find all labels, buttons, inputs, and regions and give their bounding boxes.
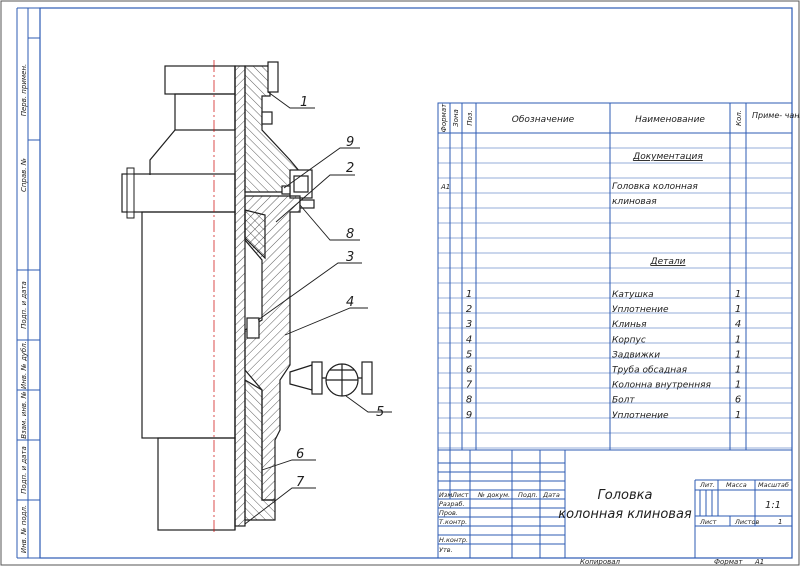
section-view bbox=[234, 61, 315, 527]
side-label-dup-inv: Инв. № дубл. bbox=[20, 341, 28, 389]
part-row-qty: 1 bbox=[735, 304, 741, 315]
flange-bolt-left bbox=[122, 167, 140, 219]
tb-role-tech-control: Т.контр. bbox=[439, 518, 467, 526]
part-row-pos: 9 bbox=[466, 410, 472, 421]
part-row-qty: 1 bbox=[735, 410, 741, 421]
tb-scale-label: Масштаб bbox=[758, 481, 789, 489]
part-row-name: Катушка bbox=[612, 290, 654, 300]
callout-9: 9 bbox=[346, 135, 354, 150]
side-label-repl-inv: Взам. инв. № bbox=[20, 391, 28, 439]
tb-col-date: Дата bbox=[542, 491, 560, 499]
part-row-name: Уплотнение bbox=[612, 411, 669, 421]
part-row-name: Болт bbox=[612, 396, 635, 406]
tb-col-izm: Изм. bbox=[439, 491, 454, 499]
column-head-drawing: 1 9 2 8 3 4 5 6 7 bbox=[121, 60, 392, 534]
spec-table: Формат Зона Поз. Обозначение Наименовани… bbox=[437, 102, 800, 451]
section-documentation: Документация bbox=[632, 152, 703, 162]
side-strip-labels: Перв. примен. Справ. № Подп. и дата Инв.… bbox=[20, 64, 28, 553]
drawing-title-line2: колонная клиновая bbox=[558, 507, 692, 522]
spec-header-name: Наименование bbox=[635, 115, 705, 125]
part-row-name: Труба обсадная bbox=[612, 366, 688, 376]
side-strip bbox=[16, 7, 40, 559]
part-row-qty: 1 bbox=[735, 380, 741, 391]
title-block: Изм. Лист № докум. Подп. Дата Разраб. Пр… bbox=[437, 449, 793, 559]
part-row-pos: 8 bbox=[466, 395, 472, 406]
callout-6: 6 bbox=[296, 447, 304, 462]
tb-lit-label: Лит. bbox=[699, 481, 715, 489]
part-row-pos: 5 bbox=[466, 349, 472, 360]
part-row-pos: 2 bbox=[466, 304, 472, 315]
tb-col-list: Лист bbox=[451, 491, 469, 499]
part-row-name: Корпус bbox=[612, 335, 646, 345]
side-label-first-use: Перв. примен. bbox=[20, 64, 28, 117]
tb-role-developer: Разраб. bbox=[439, 500, 465, 508]
callout-4: 4 bbox=[346, 295, 354, 310]
side-label-sign-date-2: Подп. и дата bbox=[20, 446, 28, 494]
doc-name-line1: Головка колонная bbox=[612, 182, 698, 192]
tb-role-checker: Пров. bbox=[439, 509, 458, 517]
callout-5: 5 bbox=[376, 405, 384, 420]
footer-format-label: Формат bbox=[714, 558, 743, 566]
part-row-qty: 4 bbox=[735, 319, 741, 330]
callout-2: 2 bbox=[346, 161, 354, 176]
part-row-qty: 1 bbox=[735, 349, 741, 360]
spec-header-zone: Зона bbox=[452, 109, 460, 127]
part-row-pos: 4 bbox=[466, 334, 472, 345]
part-row-pos: 7 bbox=[466, 380, 473, 391]
part-row-qty: 1 bbox=[735, 334, 741, 345]
tb-sheets-label: Листов bbox=[734, 518, 759, 526]
footer-copied: Копировал bbox=[580, 558, 621, 566]
callout-8: 8 bbox=[346, 227, 354, 242]
callout-1: 1 bbox=[300, 95, 308, 110]
leader-lines bbox=[244, 91, 392, 525]
part-row-name: Колонна внутренняя bbox=[612, 381, 711, 391]
footer-format-value: А1 bbox=[754, 558, 764, 566]
part-row-pos: 1 bbox=[466, 289, 472, 300]
callout-7: 7 bbox=[296, 475, 305, 490]
tb-sheets-value: 1 bbox=[778, 518, 782, 526]
doc-name-line2: клиновая bbox=[612, 197, 657, 207]
side-label-orig-inv: Инв. № подл. bbox=[20, 505, 28, 553]
tb-col-doc-no: № докум. bbox=[477, 491, 510, 499]
drawing-title-line1: Головка bbox=[598, 488, 653, 503]
tb-role-approved: Утв. bbox=[439, 546, 453, 554]
tb-mass-label: Масса bbox=[726, 481, 747, 489]
spec-header-format: Формат bbox=[440, 103, 448, 132]
tb-scale-value: 1:1 bbox=[765, 500, 781, 511]
section-parts: Детали bbox=[650, 257, 686, 267]
spec-header-designation: Обозначение bbox=[512, 115, 575, 125]
housing-outline bbox=[121, 65, 236, 531]
spec-header-qty: Кол. bbox=[735, 110, 743, 126]
part-row-name: Клинья bbox=[612, 320, 647, 330]
part-row-qty: 1 bbox=[735, 289, 741, 300]
part-row-qty: 1 bbox=[735, 365, 741, 376]
part-row-name: Уплотнение bbox=[612, 305, 669, 315]
tb-sheet-label: Лист bbox=[699, 518, 717, 526]
gate-valve bbox=[289, 361, 373, 397]
tb-col-sign: Подп. bbox=[518, 491, 538, 499]
spec-header-pos: Поз. bbox=[466, 110, 474, 126]
tb-role-norm-control: Н.контр. bbox=[439, 536, 468, 544]
part-row-pos: 6 bbox=[466, 365, 472, 376]
part-row-name: Задвижки bbox=[612, 350, 660, 360]
side-label-sign-date-1: Подп. и дата bbox=[20, 281, 28, 329]
side-label-ref-no: Справ. № bbox=[20, 158, 28, 192]
doc-format: А1 bbox=[440, 183, 450, 191]
spec-header-note: Приме- чание bbox=[752, 111, 800, 120]
callout-3: 3 bbox=[346, 250, 354, 265]
part-row-pos: 3 bbox=[466, 319, 472, 330]
part-row-qty: 6 bbox=[735, 395, 741, 406]
